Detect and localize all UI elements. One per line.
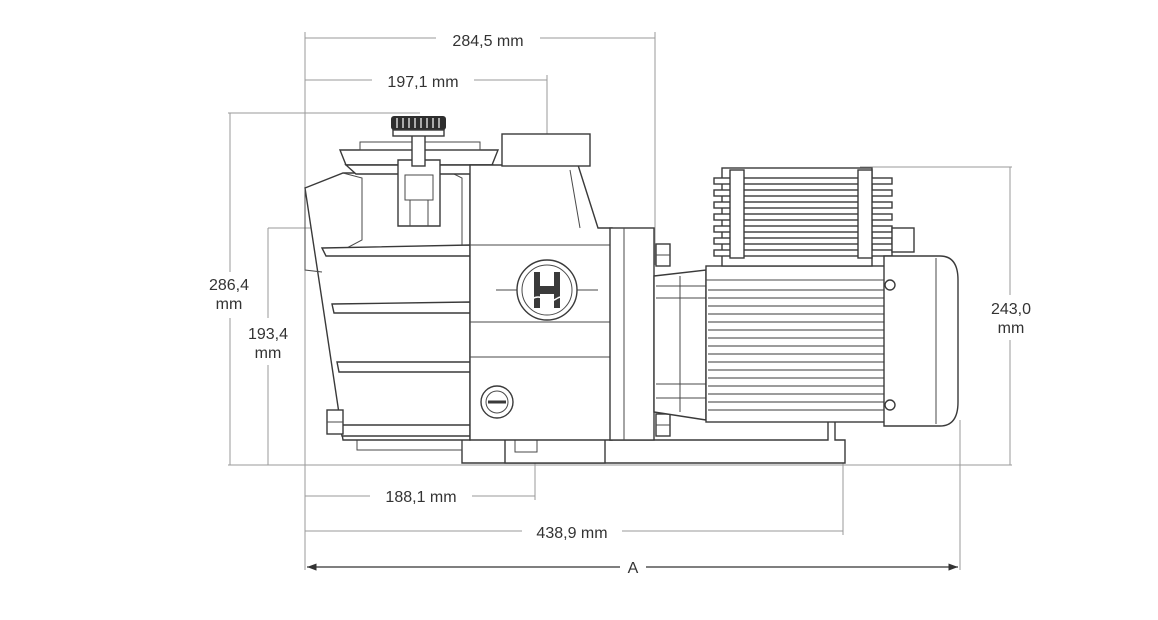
motor-height-unit: mm xyxy=(998,320,1025,337)
inlet-height-value: 193,4 xyxy=(248,326,288,343)
lid-knob-icon xyxy=(391,116,446,167)
motor-height-value: 243,0 xyxy=(991,301,1031,318)
hayward-h-logo-icon xyxy=(496,259,598,321)
dimension-lines xyxy=(228,32,1012,571)
dimension-labels: 284,5 mm 197,1 mm 286,4 mm 193,4 mm 243,… xyxy=(209,33,1031,577)
lid-center-label: 197,1 mm xyxy=(387,74,458,91)
drain-plug-icon xyxy=(480,385,514,419)
pump-body xyxy=(304,116,959,464)
total-length-label: A xyxy=(628,560,639,577)
motor-cooling-fins xyxy=(708,289,884,411)
overall-width-label: 284,5 mm xyxy=(452,33,523,50)
outlet-offset-label: 188,1 mm xyxy=(385,489,456,506)
base-length-label: 438,9 mm xyxy=(536,525,607,542)
terminal-box-fins xyxy=(713,177,893,257)
overall-height-value: 286,4 xyxy=(209,277,249,294)
inlet-height-unit: mm xyxy=(255,345,282,362)
overall-height-unit: mm xyxy=(216,296,243,313)
